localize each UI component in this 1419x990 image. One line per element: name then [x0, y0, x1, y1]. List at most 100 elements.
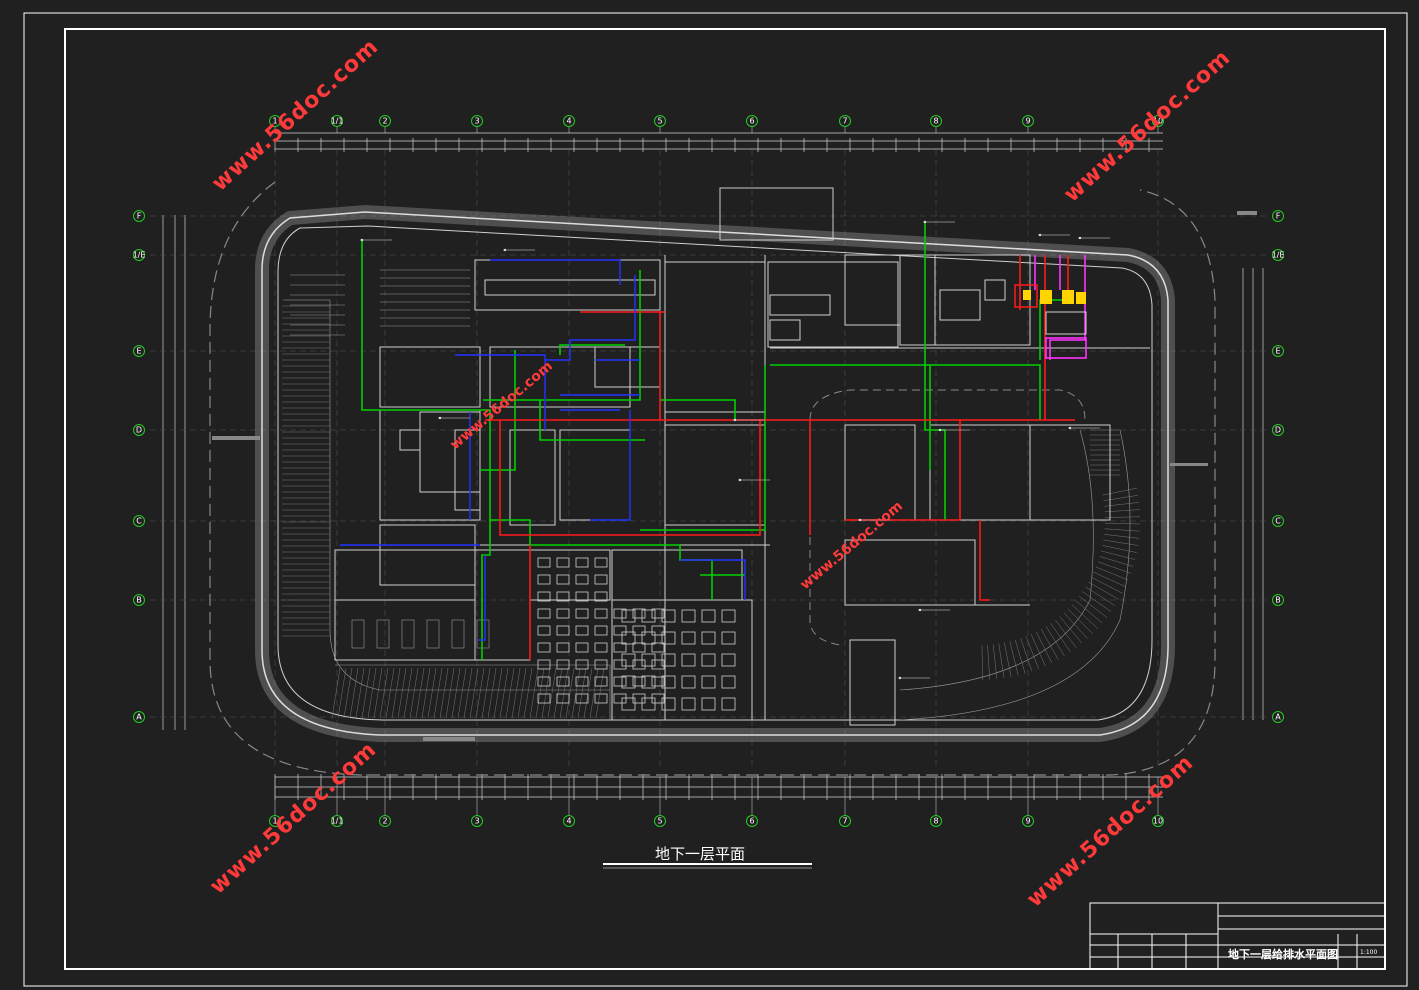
column-axis-label: 4 [566, 117, 571, 126]
column-axis-label: 6 [749, 817, 754, 826]
drawing-title: 地下一层平面 [655, 845, 745, 863]
title-block [1089, 902, 1386, 970]
column-axis-bubble [1152, 815, 1164, 827]
column-axis-label: 9 [1025, 117, 1030, 126]
column-axis-label: 1 [272, 117, 277, 126]
pump-room-fixtures [1014, 284, 1087, 335]
column-axis-bubble [379, 815, 391, 827]
bottom-marker [423, 737, 475, 741]
column-axis-bubble [379, 115, 391, 127]
column-axis-bubble [563, 115, 575, 127]
column-axis-bubble [331, 815, 343, 827]
watermarks: www.56doc.com www.56doc.com www.56doc.co… [205, 34, 1235, 912]
column-axis-label: 5 [657, 817, 662, 826]
roof-projection-box [719, 187, 834, 241]
grid-axis-lines [150, 150, 1270, 770]
row-axis-bubble [1272, 515, 1284, 527]
row-axis-bubble [1272, 249, 1284, 261]
column-axis-label: 9 [1025, 817, 1030, 826]
row-axis-label: B [136, 596, 142, 605]
column-axis-label: 4 [566, 817, 571, 826]
column-axis-label: 8 [933, 817, 938, 826]
row-axis-bubble [133, 210, 145, 222]
column-axis-label: 1/1 [331, 817, 344, 826]
column-axis-bubble [930, 115, 942, 127]
column-axis-bubbles-top: 1 1/1 2 3 4 5 6 7 8 9 10 [269, 115, 1164, 133]
row-axis-bubble [133, 345, 145, 357]
title-block-drawing-name: 地下一层给排水平面图 [1228, 947, 1338, 961]
row-axis-bubble [1272, 424, 1284, 436]
row-axis-bubble [133, 594, 145, 606]
annotation-text-marks [360, 220, 1110, 680]
row-axis-bubble [133, 515, 145, 527]
row-axis-bubble [1272, 345, 1284, 357]
row-axis-label: F [137, 212, 142, 221]
column-axis-label: 5 [657, 117, 662, 126]
column-axis-bubble [563, 815, 575, 827]
sheet-inner-frame [64, 28, 1386, 970]
top-right-marker [1237, 211, 1257, 215]
row-axis-label: F [1276, 212, 1281, 221]
column-axis-bubble [269, 115, 281, 127]
watermark-center: www.56doc.com [797, 498, 906, 593]
column-axis-label: 3 [474, 117, 479, 126]
row-axis-label: A [136, 713, 142, 722]
column-axis-label: 8 [933, 117, 938, 126]
ramp-hatching [282, 299, 1140, 719]
row-axis-label: B [1275, 596, 1281, 605]
column-axis-label: 2 [382, 817, 387, 826]
column-axis-label: 7 [842, 817, 847, 826]
watermark-top-left: www.56doc.com [207, 34, 383, 196]
column-axis-label: 6 [749, 117, 754, 126]
column-axis-bubble [1152, 115, 1164, 127]
title-block-scale: 1:100 [1360, 949, 1377, 956]
top-dimension-lines [274, 132, 1163, 800]
row-axis-bubble [1272, 594, 1284, 606]
dining-hall-tables [537, 557, 736, 711]
column-axis-label: 7 [842, 117, 847, 126]
hot-water-pipes [485, 255, 1075, 660]
row-axis-bubble [1272, 210, 1284, 222]
parking-stall-lines [290, 269, 490, 649]
row-axis-label: D [1275, 426, 1281, 435]
sheet-outer-border [23, 12, 1408, 987]
row-axis-label: 1/E [1272, 251, 1285, 260]
drainage-pipes [340, 259, 746, 641]
column-axis-label: 2 [382, 117, 387, 126]
watermark-bottom-left: www.56doc.com [205, 737, 381, 899]
watermark-top-right: www.56doc.com [1059, 45, 1235, 207]
row-axis-label: E [1275, 347, 1280, 356]
interior-room-walls [334, 254, 1150, 726]
row-axis-bubble [133, 711, 145, 723]
column-axis-bubble [839, 115, 851, 127]
left-marker [212, 436, 260, 440]
column-axis-bubble [269, 815, 281, 827]
vent-pipes [1034, 255, 1087, 360]
column-axis-bubble [1022, 815, 1034, 827]
row-axis-bubble [1272, 711, 1284, 723]
row-axis-label: E [136, 347, 141, 356]
right-marker [1170, 463, 1208, 466]
row-axis-bubble [133, 249, 145, 261]
column-axis-label: 3 [474, 817, 479, 826]
parking-ramp [285, 299, 1131, 721]
column-axis-bubble [654, 815, 666, 827]
column-axis-bubble [654, 115, 666, 127]
column-axis-label: 10 [1153, 117, 1163, 126]
left-dimension-lines [162, 215, 1264, 730]
row-axis-label: D [136, 426, 142, 435]
row-axis-label: 1/E [133, 251, 146, 260]
column-axis-label: 1/1 [331, 117, 344, 126]
site-boundary-dashed [209, 181, 1216, 776]
column-axis-label: 10 [1153, 817, 1163, 826]
column-axis-bubble [746, 815, 758, 827]
column-axis-bubble [746, 115, 758, 127]
row-axis-label: C [1275, 517, 1281, 526]
column-axis-bubble [471, 115, 483, 127]
row-axis-bubble [133, 424, 145, 436]
column-axis-bubble [1022, 115, 1034, 127]
